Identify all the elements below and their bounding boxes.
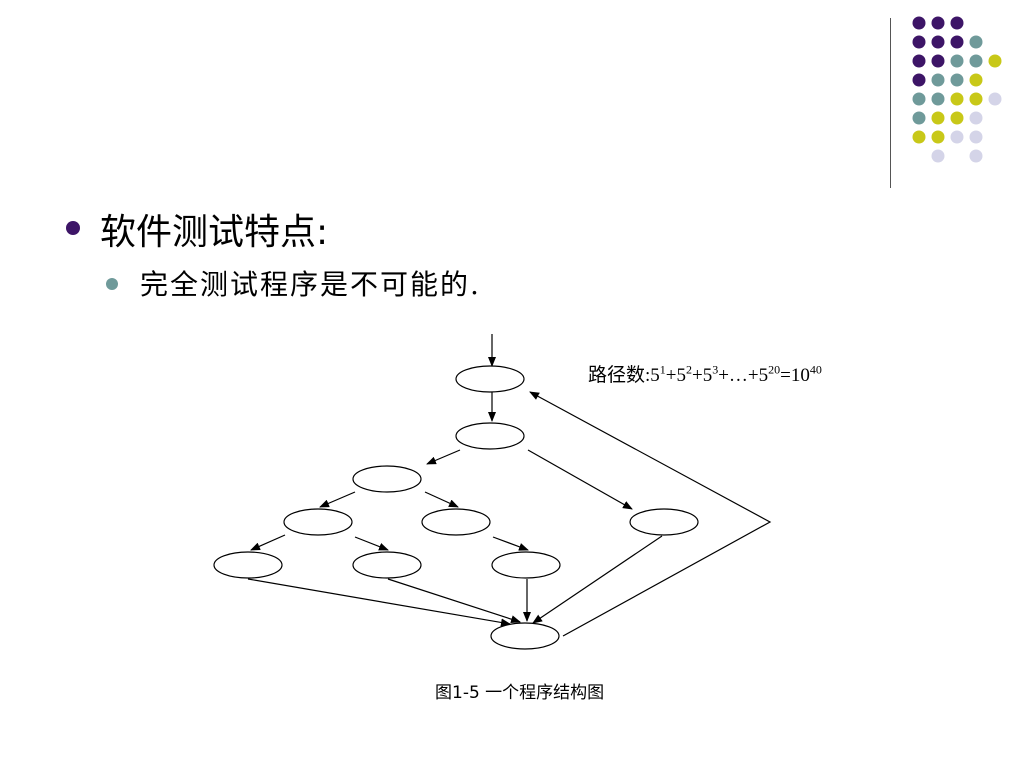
edge-3-5 [424, 491, 459, 508]
decor-dot [969, 130, 983, 144]
edge-6-exit [247, 578, 511, 627]
decor-dot [931, 54, 945, 68]
decor-dot [969, 149, 983, 163]
edge-right-exit [532, 535, 663, 624]
decor-dot [912, 92, 926, 106]
edge-5-8 [492, 536, 529, 551]
node-3 [352, 465, 422, 493]
decor-dot [912, 35, 926, 49]
decor-dot [931, 92, 945, 106]
decor-dot [931, 16, 945, 30]
node-5 [421, 508, 491, 536]
node-4 [283, 508, 353, 536]
decor-dot [969, 111, 983, 125]
node-right [629, 508, 699, 536]
node-2 [455, 422, 525, 450]
decor-dot [931, 130, 945, 144]
edge-4-6 [250, 534, 286, 551]
path-count-formula: 路径数:51+52+53+…+520=1040 [588, 362, 822, 386]
node-7 [352, 551, 422, 579]
decor-dot [950, 54, 964, 68]
edge-7-exit [387, 578, 521, 624]
decor-dot [969, 73, 983, 87]
decor-dot [912, 16, 926, 30]
slide-heading: 软件测试特点: [100, 212, 329, 253]
edge-2-right [527, 449, 633, 510]
node-8 [491, 551, 561, 579]
node-6 [213, 551, 283, 579]
decor-dot [931, 35, 945, 49]
decor-dot [912, 73, 926, 87]
decor-dot [931, 73, 945, 87]
bullet-secondary [106, 278, 118, 290]
decor-dot [931, 111, 945, 125]
decor-dot [931, 149, 945, 163]
decor-dot [950, 16, 964, 30]
edge-2-3 [426, 449, 461, 465]
edge-loop-back [529, 391, 772, 637]
decor-dot [950, 35, 964, 49]
decor-dot [950, 92, 964, 106]
decor-dot [969, 35, 983, 49]
decor-dot [988, 54, 1002, 68]
decor-dot [988, 92, 1002, 106]
decorative-divider [890, 18, 891, 188]
decor-dot [969, 54, 983, 68]
node-exit [490, 622, 560, 650]
decor-dot [969, 92, 983, 106]
figure-caption: 图1-5 一个程序结构图 [435, 683, 605, 703]
decor-dot [950, 130, 964, 144]
decor-dot [912, 130, 926, 144]
edge-4-7 [354, 536, 389, 551]
decor-dot [950, 111, 964, 125]
bullet-primary [66, 221, 80, 235]
node-start [455, 365, 525, 393]
edge-3-4 [319, 491, 356, 508]
decor-dot [912, 54, 926, 68]
decorative-dot-grid [912, 16, 1002, 163]
decor-dot [950, 73, 964, 87]
decor-dot [912, 111, 926, 125]
slide-subpoint: 完全测试程序是不可能的. [140, 268, 481, 301]
